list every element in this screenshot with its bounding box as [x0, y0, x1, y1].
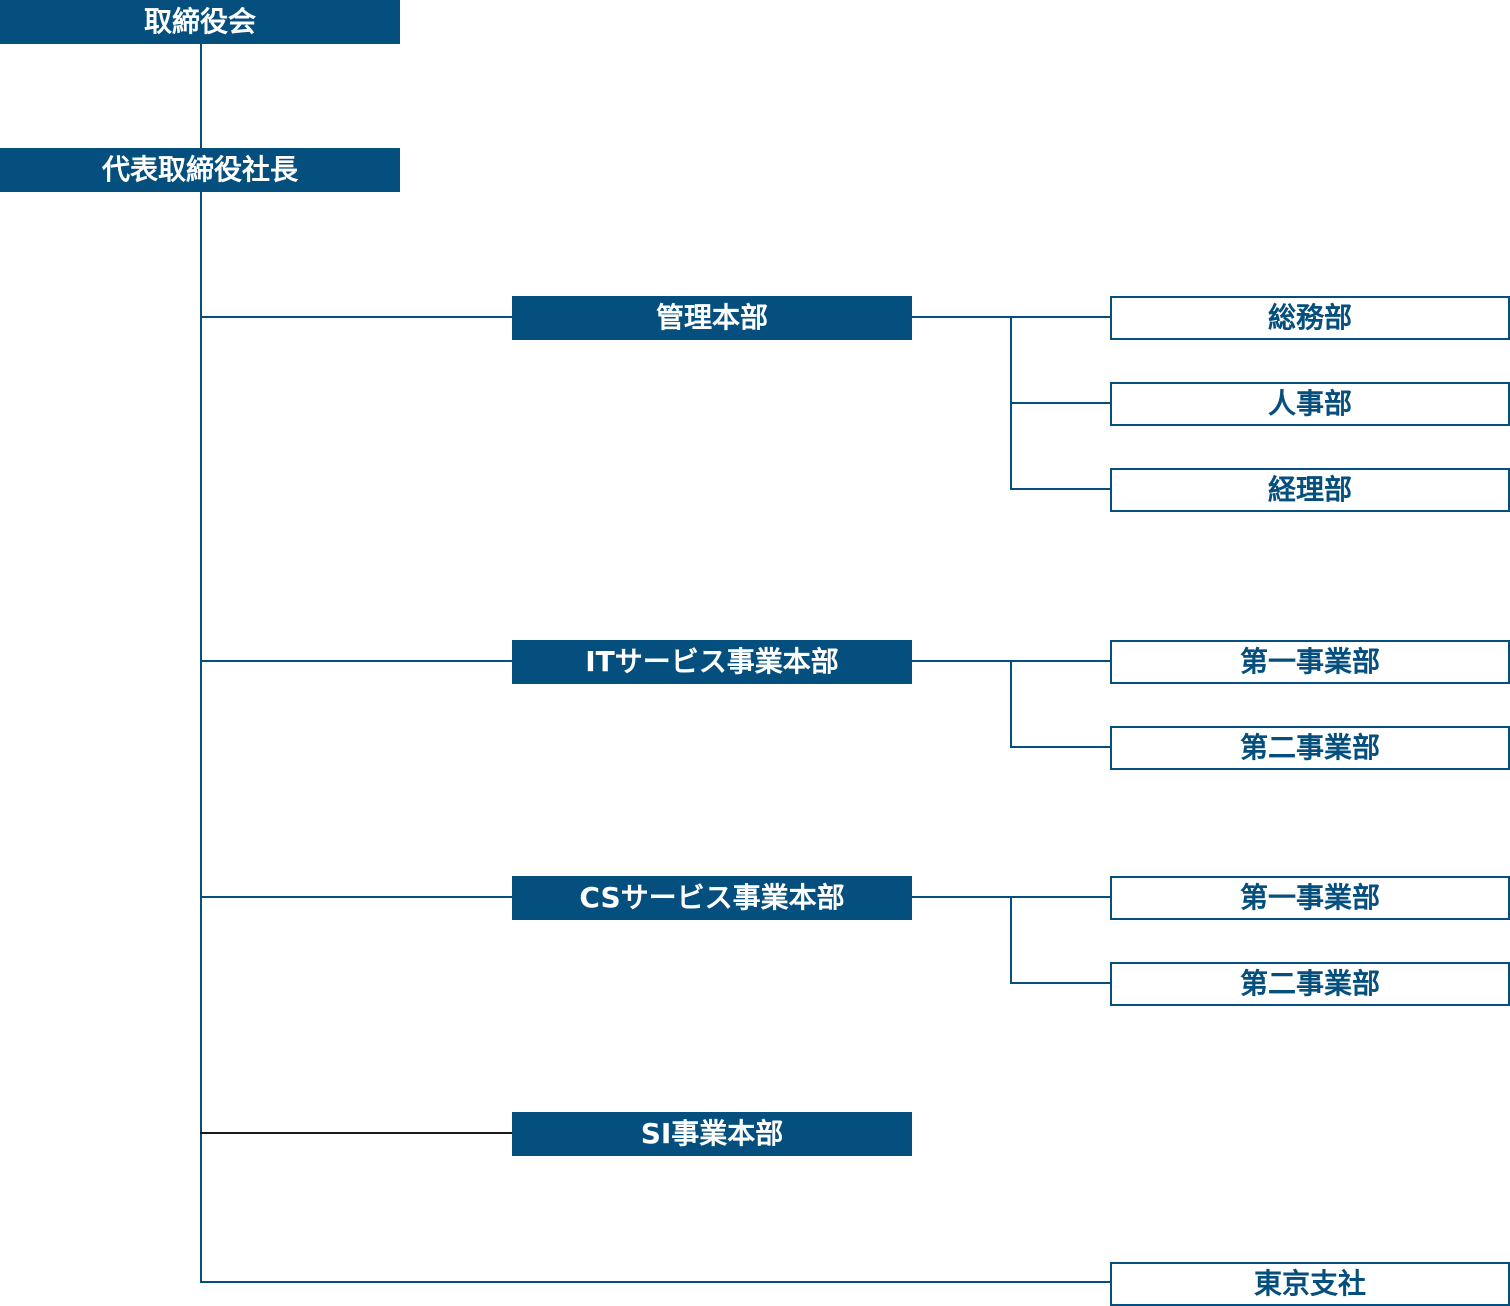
connector-trunk-tokyo-branch: [200, 1281, 1111, 1283]
node-hr: 人事部: [1110, 382, 1510, 426]
node-board: 取締役会: [0, 0, 400, 44]
connector-trunk-admin-hq: [200, 316, 512, 318]
connector-admin-accounting: [1010, 488, 1111, 490]
node-cs-div2: 第二事業部: [1110, 962, 1510, 1006]
node-tokyo-branch: 東京支社: [1110, 1262, 1510, 1306]
connector-cs-hq-vertical: [1010, 896, 1012, 984]
node-si-hq: SI事業本部: [512, 1112, 912, 1156]
node-cs-hq: CSサービス事業本部: [512, 876, 912, 920]
connector-admin-hr: [1010, 402, 1111, 404]
connector-trunk-si-hq: [200, 1132, 512, 1134]
node-cs-div1: 第一事業部: [1110, 876, 1510, 920]
connector-president-trunk: [200, 191, 202, 1283]
connector-trunk-it-hq: [200, 660, 512, 662]
connector-it-hq-vertical: [1010, 660, 1012, 748]
node-accounting: 経理部: [1110, 468, 1510, 512]
node-general-affairs: 総務部: [1110, 296, 1510, 340]
node-it-div2: 第二事業部: [1110, 726, 1510, 770]
connector-board-president: [200, 43, 202, 149]
node-it-div1: 第一事業部: [1110, 640, 1510, 684]
connector-it-div2: [1010, 746, 1111, 748]
node-president: 代表取締役社長: [0, 148, 400, 192]
connector-trunk-cs-hq: [200, 896, 512, 898]
node-admin-hq: 管理本部: [512, 296, 912, 340]
node-it-hq: ITサービス事業本部: [512, 640, 912, 684]
connector-cs-div2: [1010, 982, 1111, 984]
